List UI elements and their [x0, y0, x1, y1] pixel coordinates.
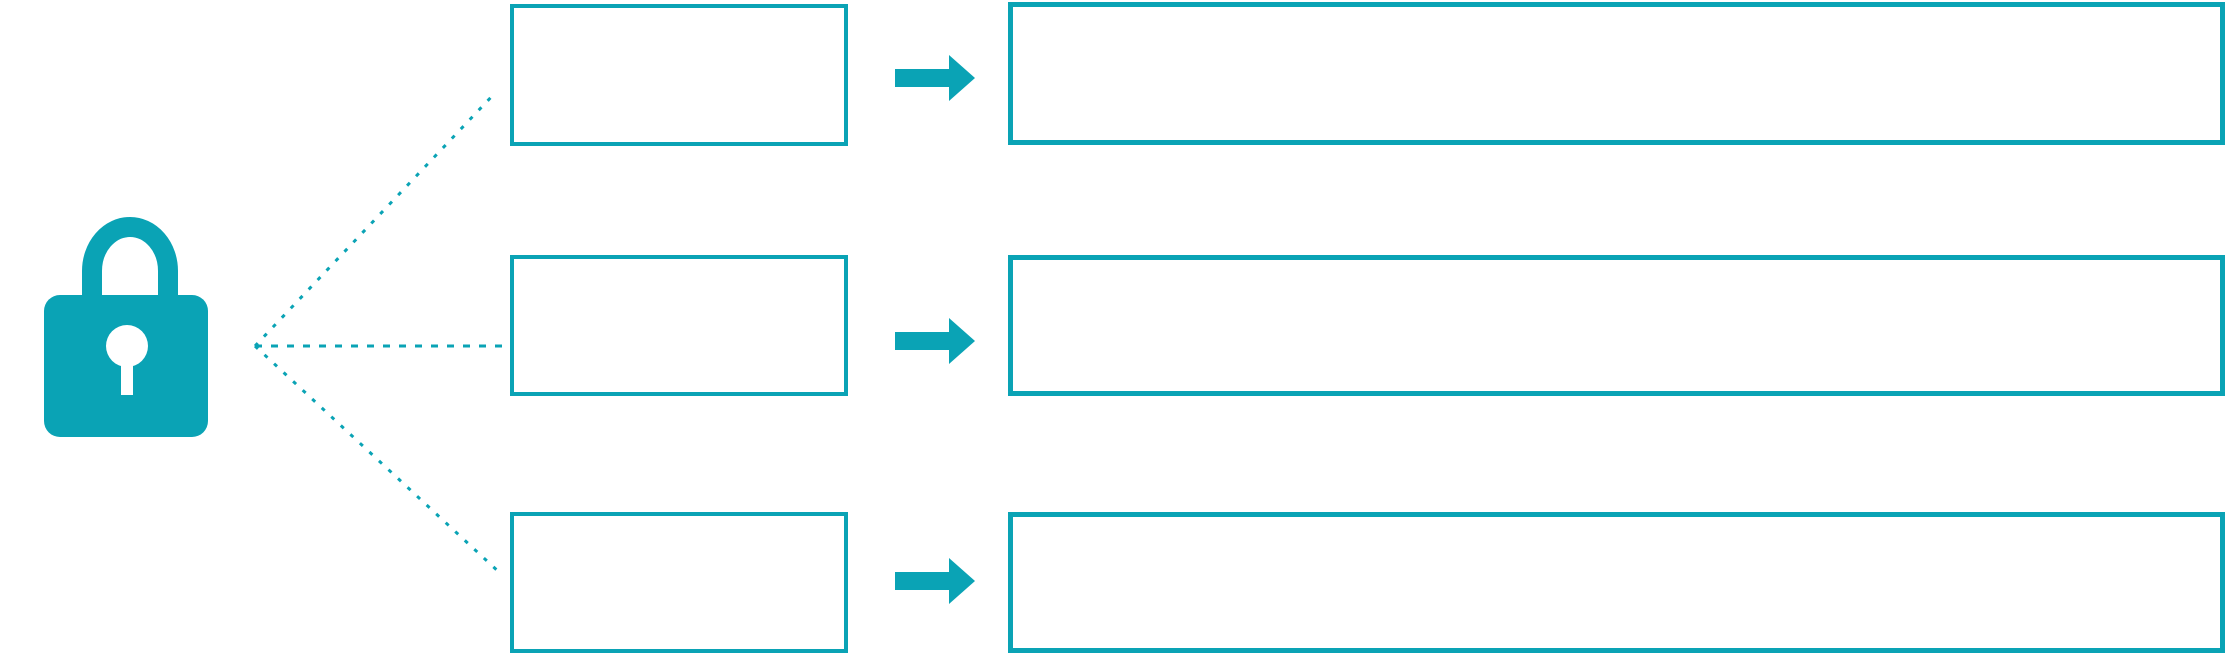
topic-box	[510, 255, 848, 396]
topic-box	[510, 4, 848, 146]
right-arrow-icon	[895, 558, 975, 604]
right-arrow-icon	[895, 318, 975, 364]
right-arrow-icon	[895, 55, 975, 101]
detail-box	[1008, 512, 2225, 653]
detail-box	[1008, 2, 2225, 145]
lock-icon	[44, 217, 208, 437]
detail-box	[1008, 255, 2225, 396]
lock-shackle	[82, 217, 178, 311]
keyhole-stem	[121, 346, 133, 395]
topic-box	[510, 512, 848, 653]
connector-line-bottom	[253, 344, 502, 575]
connector-line-top	[253, 91, 497, 348]
